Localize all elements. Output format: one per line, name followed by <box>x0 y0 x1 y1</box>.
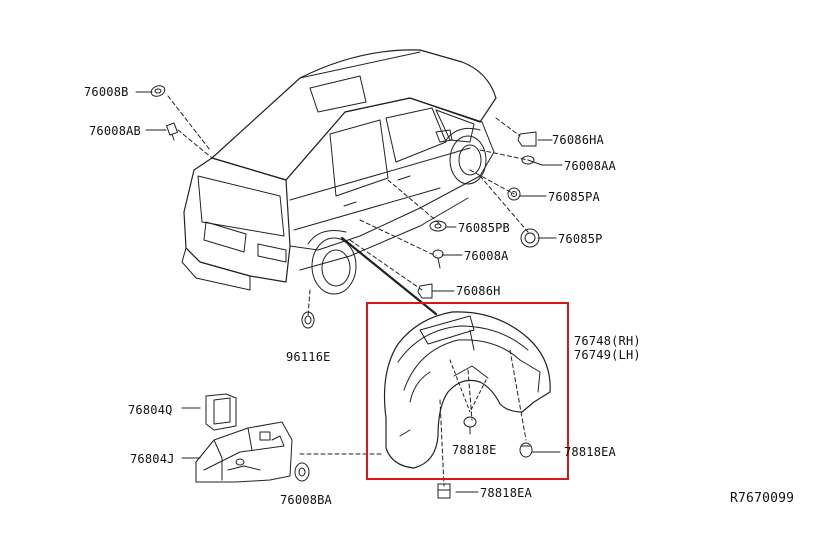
label-78818EA-bottom: 78818EA <box>480 486 532 500</box>
label-76804J: 76804J <box>130 452 175 466</box>
label-76008BA: 76008BA <box>280 493 332 507</box>
clip-78818EA-right <box>519 442 533 458</box>
label-76008AA: 76008AA <box>564 159 616 173</box>
clip-76086HA <box>517 131 537 147</box>
label-76804Q: 76804Q <box>128 403 173 417</box>
label-78818E: 78818E <box>452 443 497 457</box>
clip-76008AB <box>166 122 178 141</box>
label-76748: 76748(RH) <box>574 334 641 348</box>
label-76086HA: 76086HA <box>552 133 604 147</box>
clip-76008B <box>150 85 166 97</box>
label-76085PB: 76085PB <box>458 221 510 235</box>
screw-76008AA <box>521 155 543 166</box>
vehicle-outline <box>181 49 497 295</box>
nut-76085PA <box>507 187 521 201</box>
screw-76008A <box>432 249 444 269</box>
splash-guard-76804J <box>195 421 293 483</box>
label-ticks <box>135 91 563 493</box>
label-76085PA: 76085PA <box>548 190 600 204</box>
grommet-76085PB <box>429 220 447 232</box>
plug-96116E <box>301 311 315 329</box>
clip-76086H <box>417 283 433 299</box>
clip-78818E <box>463 416 477 435</box>
label-76749: 76749(LH) <box>574 348 641 362</box>
label-76008B: 76008B <box>84 85 129 99</box>
fender-liner <box>383 311 551 469</box>
bracket-76804Q <box>205 393 237 431</box>
label-76008AB: 76008AB <box>89 124 141 138</box>
label-76008A: 76008A <box>464 249 509 263</box>
leader-lines <box>167 95 529 487</box>
drawing-id: R7670099 <box>730 491 795 506</box>
label-76085P: 76085P <box>558 232 603 246</box>
clip-78818EA-bottom <box>437 483 451 499</box>
label-78818EA-right: 78818EA <box>564 445 616 459</box>
highlight-box-fender-liner <box>366 302 569 480</box>
label-96116E: 96116E <box>286 350 331 364</box>
clip-76008BA <box>294 462 310 482</box>
label-76086H: 76086H <box>456 284 501 298</box>
seal-76085P <box>520 228 540 248</box>
wheel-to-liner-arrow <box>340 236 438 316</box>
